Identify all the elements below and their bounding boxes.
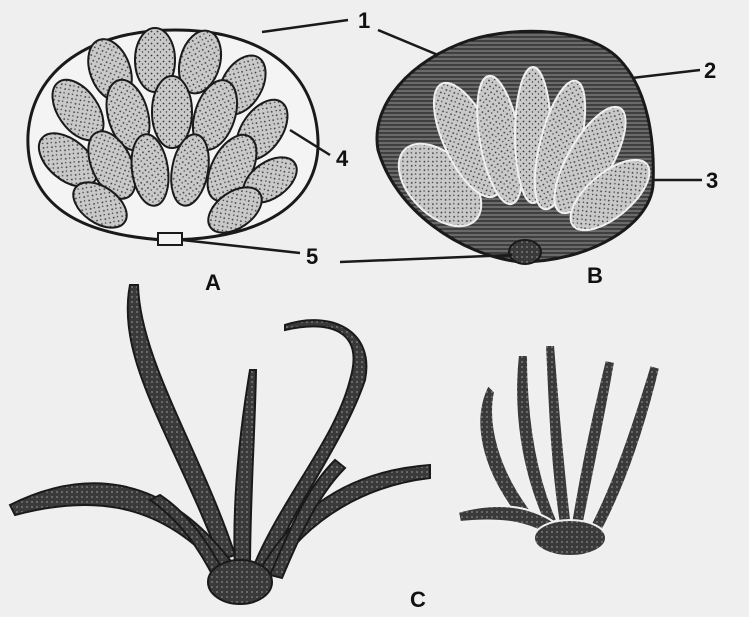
panel-label-c: C: [410, 587, 426, 612]
callout-4: 4: [336, 146, 349, 171]
panel-label-a: A: [205, 270, 221, 295]
panel-c-left-base: [208, 560, 272, 604]
callout-1: 1: [358, 8, 370, 33]
callout-3: 3: [706, 168, 718, 193]
panel-c-left-arm: [234, 370, 256, 570]
panel-a-figure: [28, 26, 318, 245]
leader-line-5-a: [182, 240, 300, 253]
panel-b-figure: [377, 31, 661, 264]
leader-line-2: [632, 70, 700, 78]
callout-2: 2: [704, 58, 716, 83]
leader-line-1-b: [378, 30, 438, 55]
panel-c-right-figure: [458, 345, 660, 556]
panel-b-receptacle: [509, 240, 541, 264]
panel-c-left-figure: [10, 285, 430, 604]
leader-line-5-b: [340, 255, 512, 262]
leader-line-1-a: [262, 20, 348, 32]
panel-c-left-arm: [252, 320, 366, 575]
callout-5: 5: [306, 244, 318, 269]
panel-c-right-base: [534, 520, 606, 556]
panel-a-base: [158, 233, 182, 245]
panel-label-b: B: [587, 263, 603, 288]
